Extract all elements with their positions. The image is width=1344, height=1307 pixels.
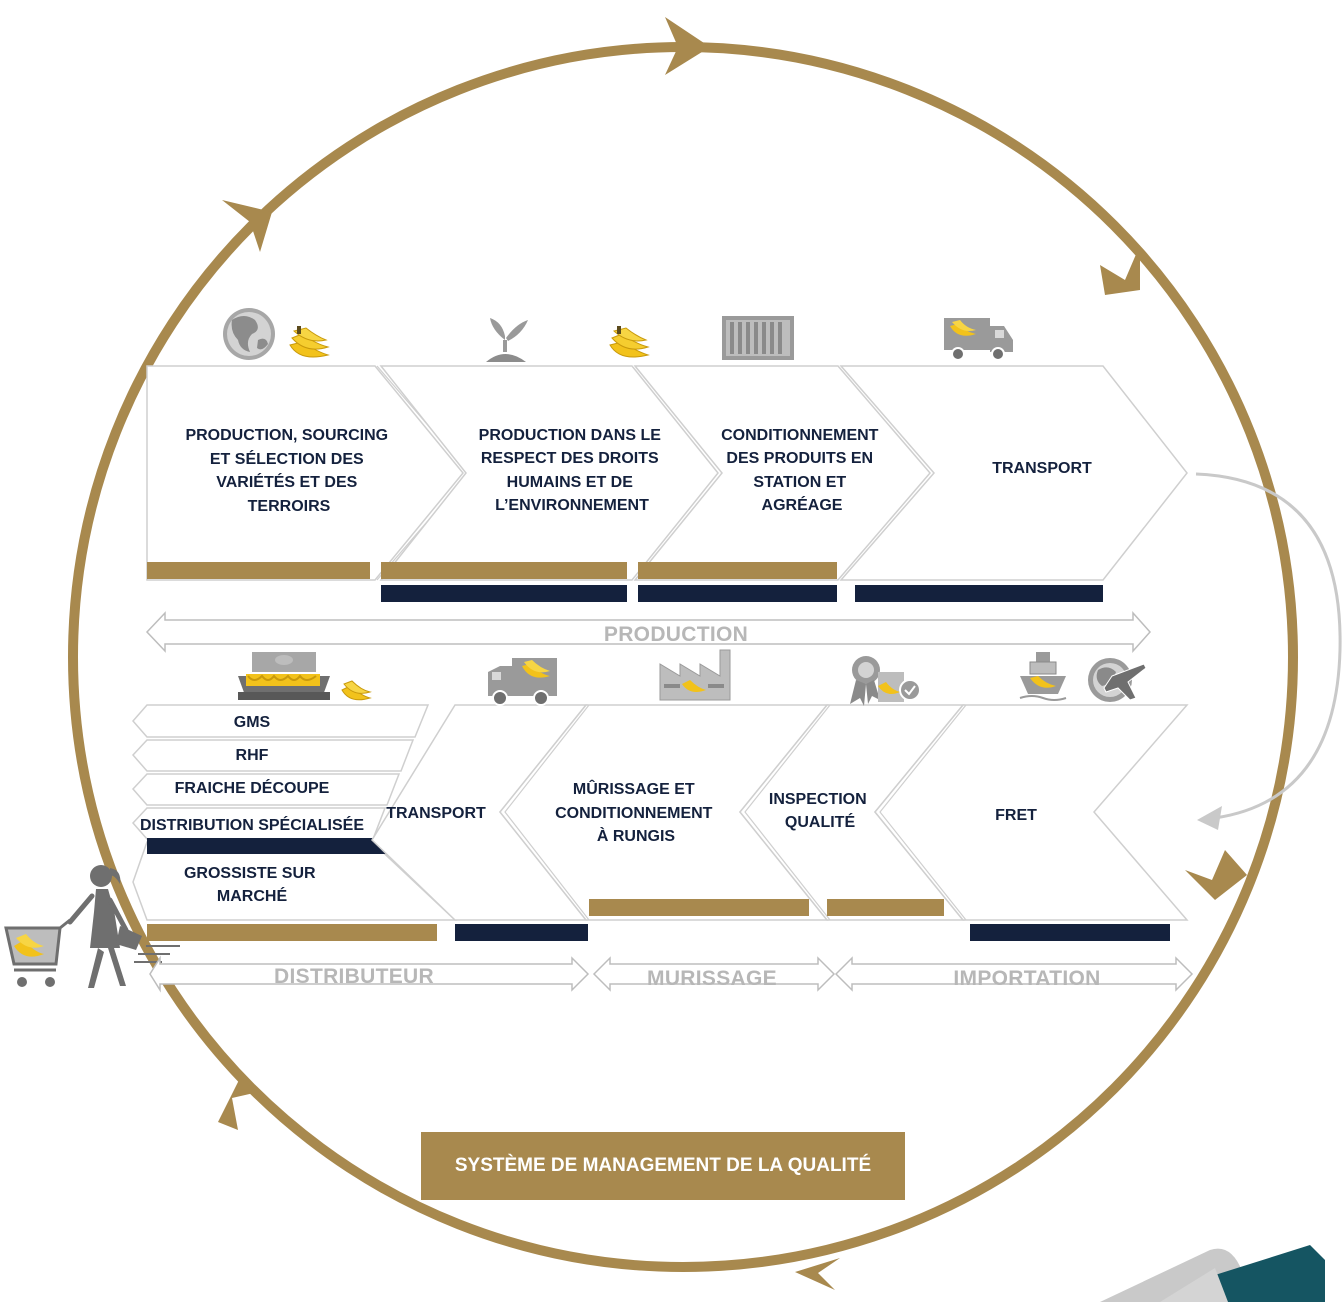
band-label-distributeur: DISTRIBUTEUR bbox=[274, 965, 434, 988]
chevron-inspection-inner bbox=[744, 704, 831, 921]
step-line: HUMAINS ET DE bbox=[507, 474, 634, 491]
gold-bar-conditionnement bbox=[638, 562, 837, 579]
step-line: DES PRODUITS EN bbox=[726, 450, 873, 467]
gold-bar-sourcing bbox=[147, 562, 370, 579]
chevron-conditionnement bbox=[633, 365, 931, 581]
distributeur-band-arrow bbox=[149, 955, 590, 993]
plant-icon bbox=[486, 318, 528, 362]
production-band-arrow bbox=[145, 611, 1152, 653]
market-stall-icon bbox=[238, 652, 330, 700]
navy-bar-specialisee bbox=[147, 838, 397, 854]
cycle-arrow-top-right bbox=[1100, 245, 1140, 295]
gold-bar-murissage bbox=[589, 899, 809, 916]
gold-bar-distributeur bbox=[147, 924, 437, 941]
chevron-transport-top bbox=[839, 365, 1188, 581]
step-inspection: INSPECTION QUALITÉ bbox=[769, 791, 871, 831]
navy-bar-fret bbox=[970, 924, 1170, 941]
production-bars bbox=[147, 562, 1103, 602]
importation-band-arrow bbox=[834, 956, 1194, 992]
step-transport-top: TRANSPORT bbox=[992, 460, 1092, 477]
cycle-arrows bbox=[218, 17, 1247, 1290]
chevron-fret-inner bbox=[879, 704, 967, 921]
banana-icon bbox=[289, 326, 330, 358]
plane-globe-icon bbox=[1088, 658, 1147, 702]
step-murissage: MÛRISSAGE ET CONDITIONNEMENT À RUNGIS bbox=[555, 779, 717, 845]
step-line: VARIÉTÉS ET DES bbox=[216, 472, 357, 491]
truck-icon bbox=[944, 318, 1013, 361]
navy-bar-transport-top bbox=[855, 585, 1103, 602]
connector-curve bbox=[1195, 472, 1342, 820]
step-conditionnement: CONDITIONNEMENT DES PRODUITS EN STATION … bbox=[721, 427, 883, 514]
step-line: AGRÉAGE bbox=[762, 495, 843, 514]
certificate-icon bbox=[850, 656, 921, 706]
step-line: RESPECT DES DROITS bbox=[481, 450, 659, 467]
banana-icon bbox=[609, 326, 650, 358]
shopper-icon bbox=[67, 865, 180, 988]
cycle-arrow-right bbox=[1185, 850, 1247, 900]
corner-teal-shape bbox=[1200, 1245, 1325, 1302]
navy-bar-conditionnement bbox=[638, 585, 837, 602]
band-label-importation: IMPORTATION bbox=[953, 967, 1100, 990]
step-line: TERROIRS bbox=[248, 498, 331, 515]
channel-fraiche bbox=[131, 773, 401, 806]
gold-bar-droits bbox=[381, 562, 627, 579]
channel-label-specialisee: DISTRIBUTION SPÉCIALISÉE bbox=[140, 815, 364, 834]
step-line: CONDITIONNEMENT bbox=[721, 427, 879, 444]
production-chevrons bbox=[146, 365, 1188, 581]
navy-bar-transport-bottom bbox=[455, 924, 588, 941]
step-fret: FRET bbox=[995, 807, 1037, 824]
cycle-arrow-bottom bbox=[795, 1258, 840, 1290]
cycle-arrow-bottom-left bbox=[218, 1078, 258, 1130]
channel-label-rhf: RHF bbox=[236, 747, 269, 764]
step-line: TRANSPORT bbox=[992, 460, 1092, 477]
globe-icon bbox=[223, 308, 275, 360]
step-line: L’ENVIRONNEMENT bbox=[495, 497, 649, 514]
channel-label-fraiche: FRAICHE DÉCOUPE bbox=[175, 778, 330, 797]
step-line: PRODUCTION, SOURCING bbox=[185, 427, 388, 444]
navy-bar-droits bbox=[381, 585, 627, 602]
channel-label-grossiste: GROSSISTE SUR MARCHÉ bbox=[184, 865, 320, 905]
chevron-murissage-inner bbox=[504, 704, 590, 921]
production-label: PRODUCTION bbox=[604, 623, 748, 646]
chevron-fret bbox=[874, 704, 1189, 921]
murissage-band-arrow bbox=[592, 956, 836, 992]
band-label-murissage: MURISSAGE bbox=[647, 967, 777, 990]
channel-rhf bbox=[131, 739, 415, 772]
step-line: PRODUCTION DANS LE bbox=[479, 427, 662, 444]
banana-icon bbox=[341, 680, 372, 701]
truck-icon bbox=[488, 658, 557, 706]
shopping-cart-icon bbox=[4, 918, 71, 987]
channel-label-gms: GMS bbox=[234, 714, 271, 731]
step-line: STATION ET bbox=[753, 474, 846, 491]
factory-icon bbox=[659, 649, 731, 701]
channel-gms bbox=[132, 704, 430, 738]
step-production-sourcing: PRODUCTION, SOURCING ET SÉLECTION DES VA… bbox=[185, 427, 392, 515]
container-icon bbox=[722, 316, 794, 360]
step-line: ET SÉLECTION DES bbox=[210, 449, 364, 468]
connector-arrowhead bbox=[1197, 806, 1222, 830]
qms-banner: SYSTÈME DE MANAGEMENT DE LA QUALITÉ bbox=[421, 1132, 905, 1200]
chevron-production-droits bbox=[379, 365, 719, 581]
lower-chevrons bbox=[371, 704, 1189, 921]
distribution-channels bbox=[131, 704, 457, 921]
step-production-droits: PRODUCTION DANS LE RESPECT DES DROITS HU… bbox=[479, 427, 666, 514]
chevron-production-sourcing bbox=[146, 365, 464, 581]
cycle-arrow-top-left bbox=[222, 200, 272, 252]
ship-icon bbox=[1019, 652, 1067, 701]
corner-grey-shape-inner bbox=[1160, 1268, 1228, 1302]
lower-bars bbox=[147, 899, 1170, 941]
step-transport-bottom: TRANSPORT bbox=[386, 805, 486, 822]
cycle-arrow-top bbox=[665, 17, 710, 75]
gold-bar-inspection bbox=[827, 899, 944, 916]
